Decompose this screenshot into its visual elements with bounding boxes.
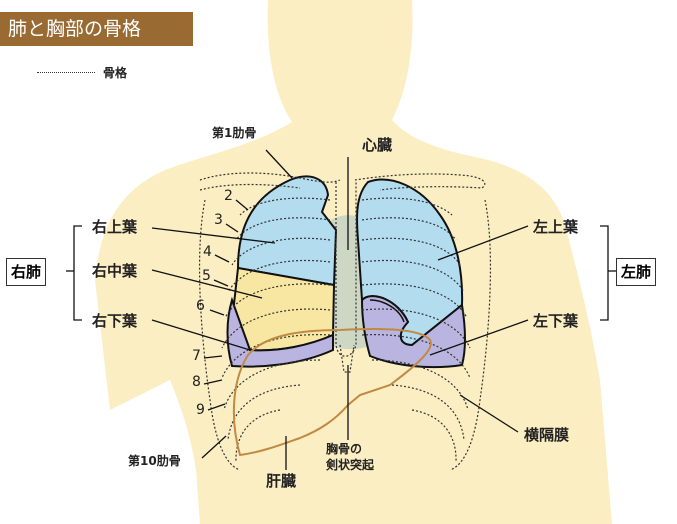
legend-label: 骨格 bbox=[103, 64, 127, 81]
page-title: 肺と胸部の骨格 bbox=[0, 12, 193, 46]
rib-number: 8 bbox=[192, 374, 201, 390]
rib-number: 9 bbox=[196, 402, 205, 418]
label-right-middle-lobe: 右中葉 bbox=[92, 260, 137, 281]
legend-swatch bbox=[37, 72, 95, 73]
label-rib1: 第1肋骨 bbox=[212, 124, 256, 141]
rib-number: 5 bbox=[202, 268, 211, 284]
rib-number: 4 bbox=[203, 244, 212, 260]
label-heart: 心臓 bbox=[362, 134, 392, 155]
label-right-upper-lobe: 右上葉 bbox=[92, 216, 137, 237]
label-left-lung: 左肺 bbox=[616, 258, 656, 286]
label-xiphoid-2: 剣状突起 bbox=[326, 456, 374, 473]
label-right-lung: 右肺 bbox=[6, 258, 46, 286]
label-xiphoid-1: 胸骨の bbox=[326, 440, 362, 457]
label-left-upper-lobe: 左上葉 bbox=[533, 216, 578, 237]
label-liver: 肝臓 bbox=[266, 470, 296, 491]
rib-number: 6 bbox=[196, 298, 205, 314]
label-right-lower-lobe: 右下葉 bbox=[92, 310, 137, 331]
label-rib10: 第10肋骨 bbox=[128, 452, 181, 469]
legend: 骨格 bbox=[37, 64, 127, 81]
label-left-lower-lobe: 左下葉 bbox=[533, 310, 578, 331]
rib-number: 2 bbox=[224, 188, 233, 204]
label-diaphragm: 横隔膜 bbox=[524, 424, 569, 445]
rib-number: 3 bbox=[214, 212, 223, 228]
rib-number: 7 bbox=[192, 348, 201, 364]
